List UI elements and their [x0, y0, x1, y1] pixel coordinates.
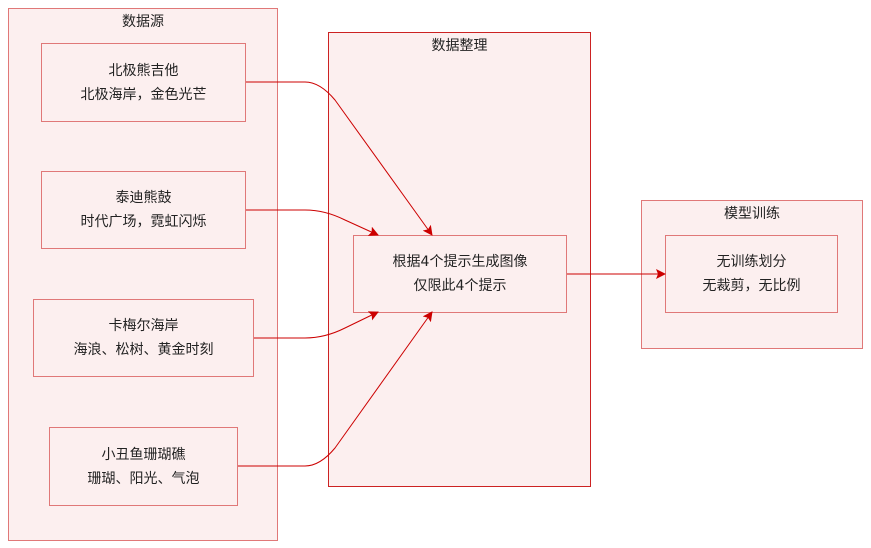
- group-title: 模型训练: [724, 206, 780, 222]
- node-desc: 珊瑚、阳光、气泡: [87, 470, 200, 487]
- source-node-carmel-coast[interactable]: 卡梅尔海岸 海浪、松树、黄金时刻: [33, 299, 254, 377]
- node-desc: 海浪、松树、黄金时刻: [73, 342, 214, 358]
- source-node-teddy-drum[interactable]: 泰迪熊鼓 时代广场，霓虹闪烁: [41, 171, 246, 249]
- source-node-clownfish-reef[interactable]: 小丑鱼珊瑚礁 珊瑚、阳光、气泡: [49, 427, 238, 506]
- group-title: 数据整理: [431, 38, 488, 54]
- node-title: 泰迪熊鼓: [115, 190, 172, 206]
- node-title: 小丑鱼珊瑚礁: [101, 446, 186, 463]
- process-node[interactable]: 根据4个提示生成图像 仅限此4个提示: [353, 235, 567, 313]
- node-title: 北极熊吉他: [108, 62, 179, 79]
- node-title: 卡梅尔海岸: [108, 318, 179, 334]
- node-desc: 北极海岸，金色光芒: [80, 86, 207, 103]
- node-line2: 无裁剪，无比例: [702, 278, 801, 294]
- training-node[interactable]: 无训练划分 无裁剪，无比例: [665, 235, 838, 313]
- node-line1: 根据4个提示生成图像: [392, 254, 528, 270]
- node-line2: 仅限此4个提示: [413, 278, 507, 294]
- source-node-polar-bear-guitar[interactable]: 北极熊吉他 北极海岸，金色光芒: [41, 43, 246, 122]
- node-desc: 时代广场，霓虹闪烁: [80, 214, 207, 230]
- group-title: 数据源: [122, 14, 164, 30]
- node-line1: 无训练划分: [716, 254, 787, 270]
